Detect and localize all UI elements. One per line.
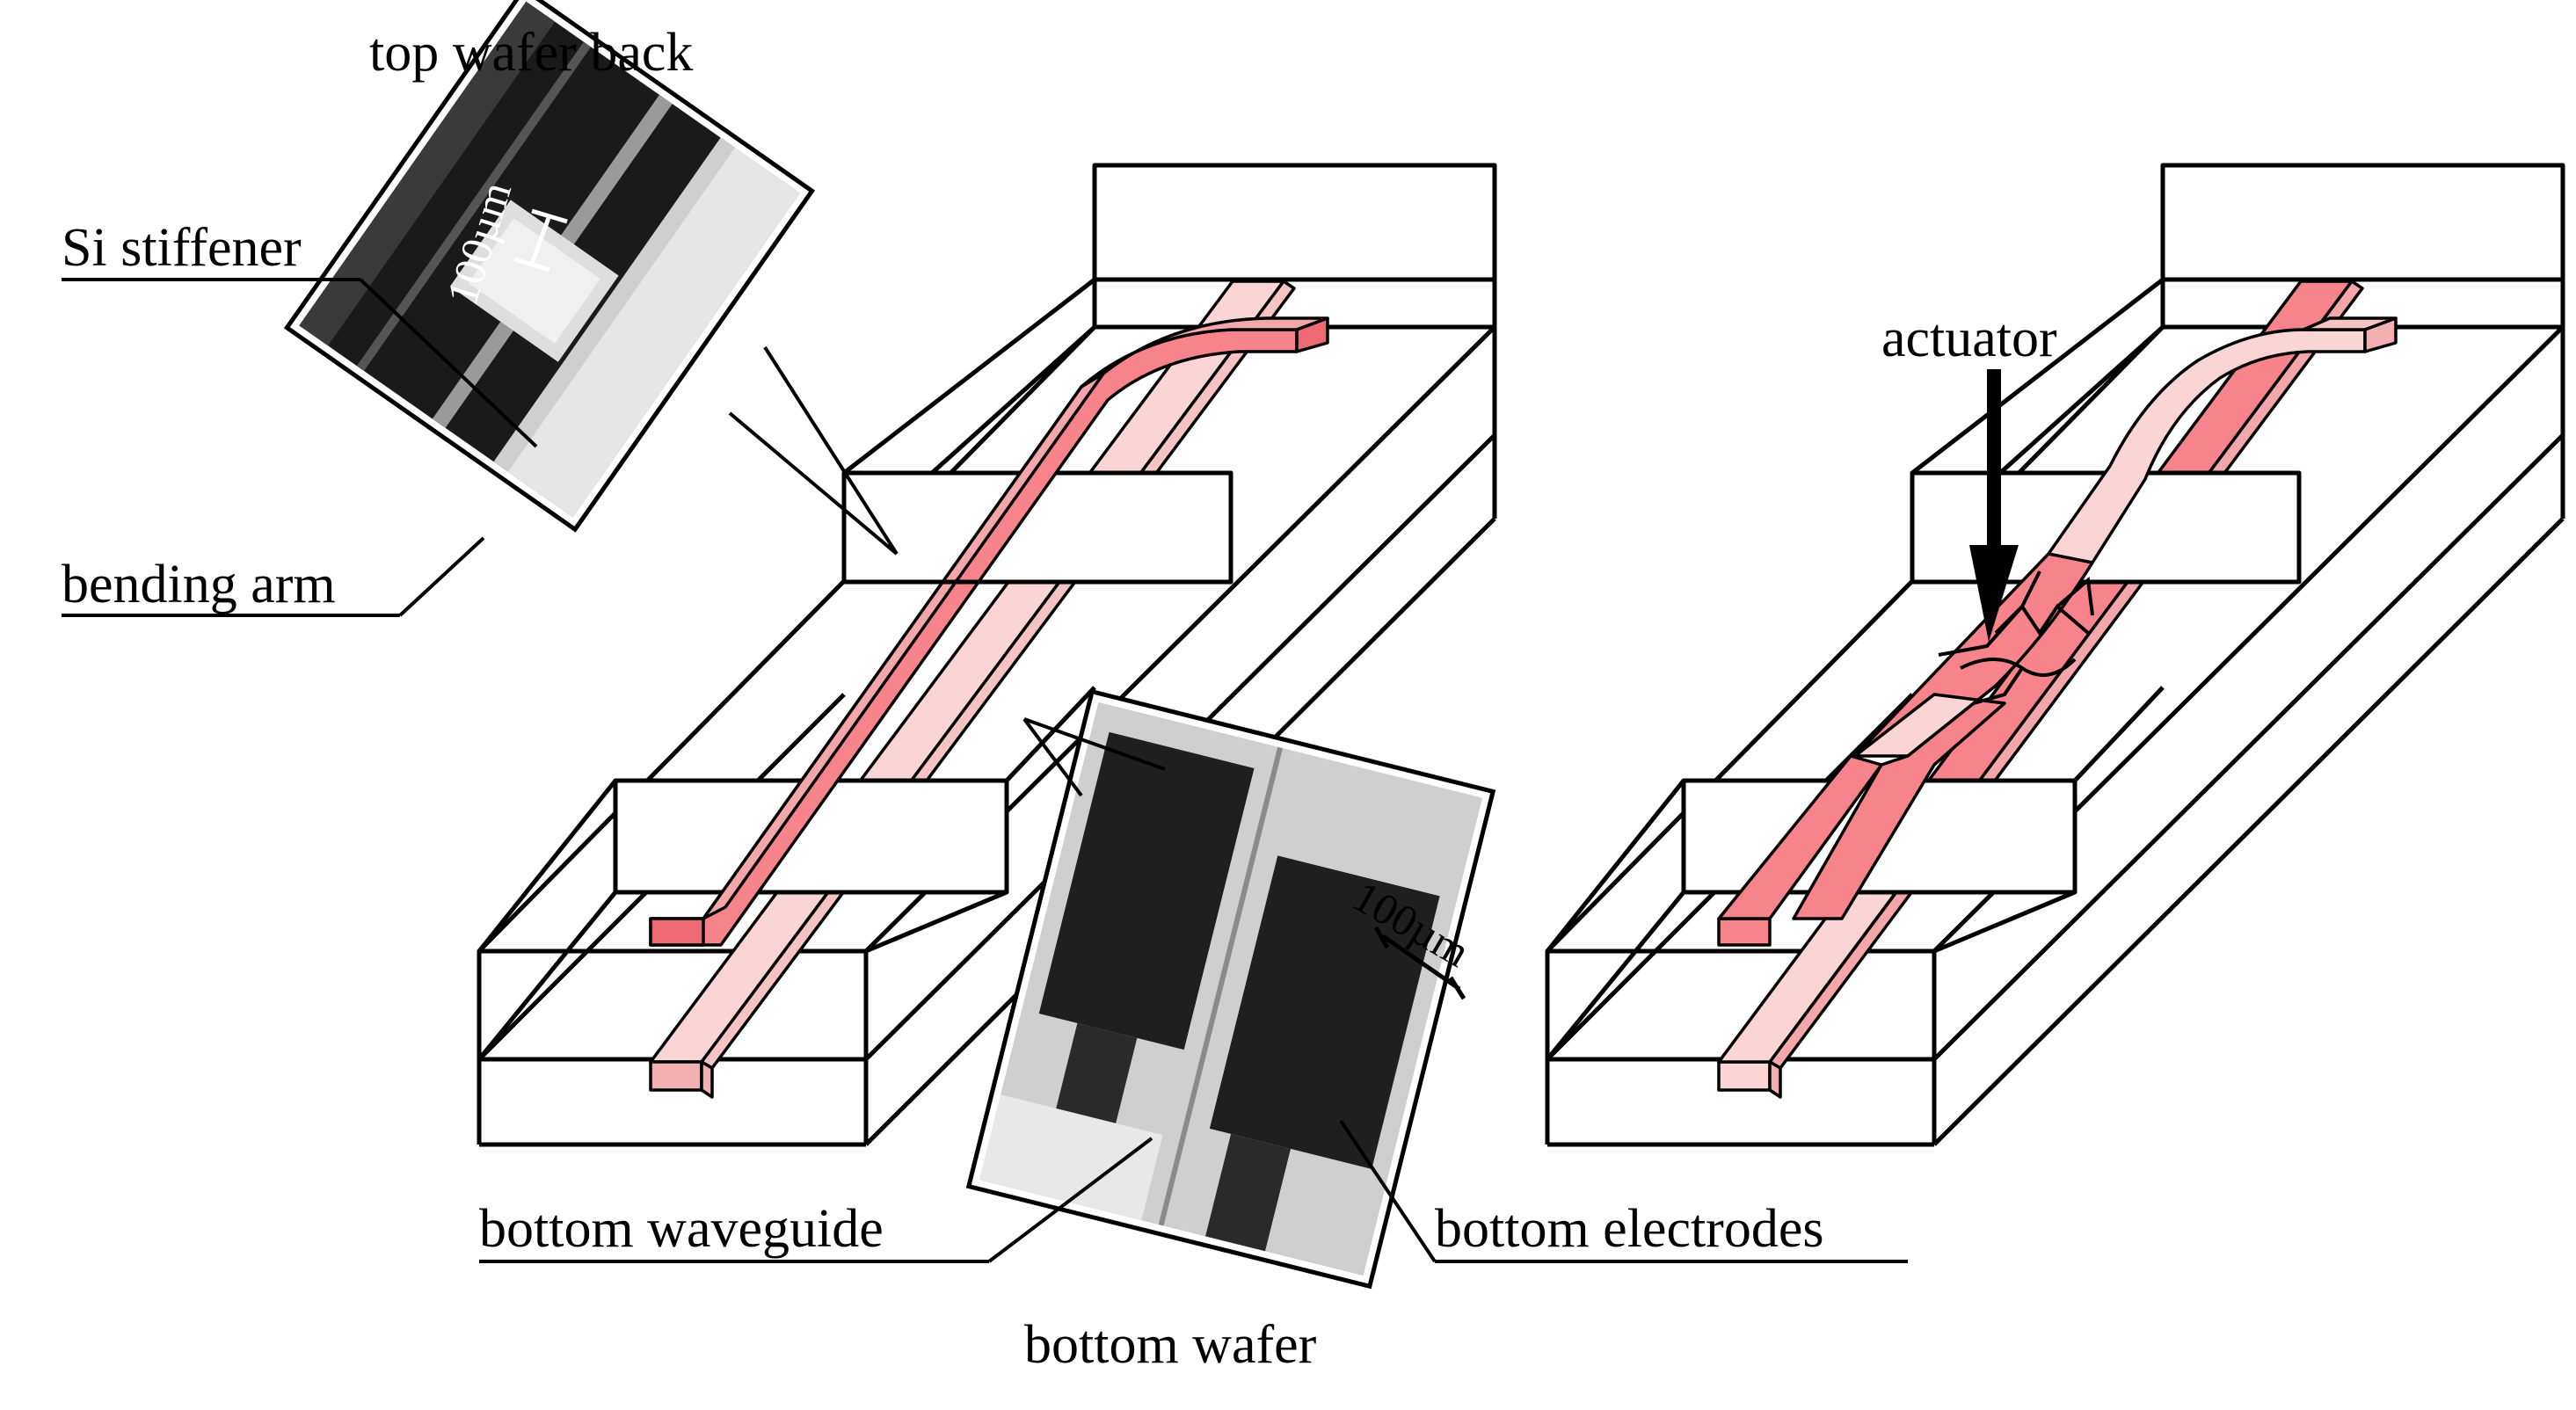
- device-right: [1545, 163, 2565, 1147]
- device-left: [477, 163, 1497, 1147]
- device-left-middle-block-front: [841, 470, 1233, 585]
- label-bottom-waveguide: bottom waveguide: [479, 1199, 884, 1259]
- device-left-top-waveguide: [649, 316, 1329, 947]
- top-inset-callout: [728, 345, 899, 556]
- leader-bottom-waveguide: [987, 1137, 1153, 1263]
- top-inset: 100µm: [283, 0, 816, 533]
- label-bottom-electrodes: bottom electrodes: [1435, 1199, 1823, 1259]
- bottom-inset-scale-bar: [1373, 926, 1466, 1000]
- labels: top wafer back Si stiffener bending arm …: [62, 23, 2057, 1375]
- top-inset-scale-bar: [513, 208, 568, 273]
- device-right-deformation: [1938, 571, 2094, 705]
- bottom-inset: 100µm: [965, 688, 1496, 1290]
- label-si-stiffener: Si stiffener: [62, 218, 302, 278]
- label-bending-arm: bending arm: [62, 555, 336, 614]
- label-bottom-wafer: bottom wafer: [1024, 1315, 1317, 1375]
- device-right-bottom-waveguide: [1717, 280, 2364, 1099]
- label-actuator: actuator: [1881, 309, 2057, 368]
- actuator-arrow-icon: [1969, 369, 2019, 642]
- label-top-wafer-back: top wafer back: [369, 23, 693, 83]
- device-right-top-waveguide: [1717, 316, 2398, 947]
- leader-bending-arm: [398, 536, 485, 617]
- device-left-near-box: [477, 686, 1096, 1061]
- leader-bottom-electrodes: [1339, 1119, 1437, 1263]
- leader-si-stiffener: [359, 278, 538, 448]
- bottom-inset-callout: [1022, 717, 1166, 797]
